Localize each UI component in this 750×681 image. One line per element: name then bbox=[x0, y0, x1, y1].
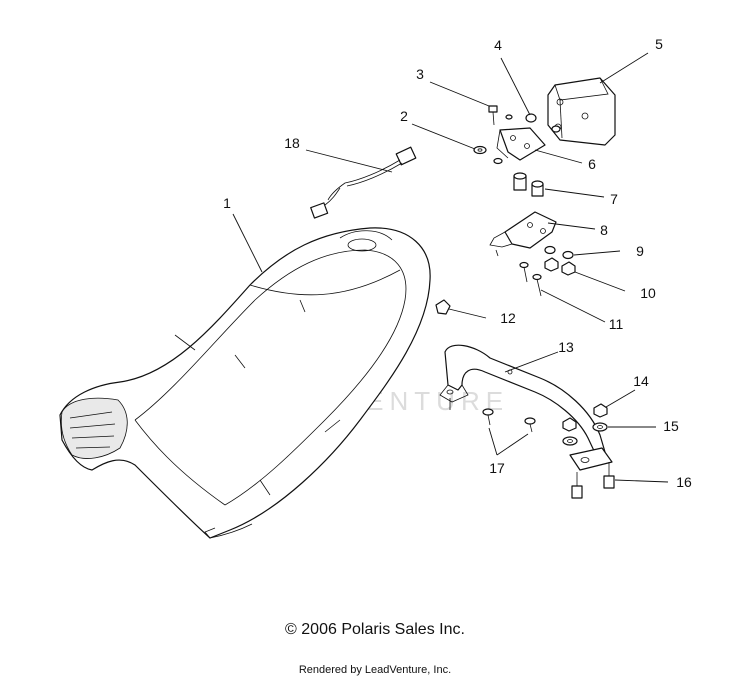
nut-part-4 bbox=[525, 113, 561, 133]
seat-part bbox=[59, 227, 431, 539]
nut-part-9 bbox=[544, 245, 574, 260]
bolt-part-11 bbox=[519, 261, 542, 297]
washer-part-2 bbox=[473, 145, 487, 155]
callout-4: 4 bbox=[494, 37, 502, 53]
callout-11: 11 bbox=[609, 316, 624, 332]
callout-10: 10 bbox=[640, 285, 656, 301]
callout-17: 17 bbox=[489, 460, 505, 476]
callout-7: 7 bbox=[610, 191, 618, 207]
spacer-part-7 bbox=[513, 172, 544, 197]
callout-6: 6 bbox=[588, 156, 596, 172]
rendered-by-text: Rendered by LeadVenture, Inc. bbox=[298, 664, 452, 676]
leader-lines bbox=[232, 52, 669, 483]
callout-12: 12 bbox=[500, 310, 516, 326]
callout-18: 18 bbox=[284, 135, 300, 151]
nut-part-10 bbox=[544, 257, 576, 276]
screw-part-17 bbox=[482, 408, 536, 433]
callout-2: 2 bbox=[400, 108, 408, 124]
callout-labels: 1 2 3 4 5 6 7 8 9 10 11 12 13 14 15 16 1… bbox=[223, 36, 692, 490]
callout-3: 3 bbox=[416, 66, 424, 82]
callout-8: 8 bbox=[600, 222, 608, 238]
callout-16: 16 bbox=[676, 474, 692, 490]
grab-handle-part bbox=[439, 344, 613, 471]
nut-part-14 bbox=[562, 403, 608, 432]
bolt-part-16 bbox=[571, 462, 615, 499]
copyright-text: © 2006 Polaris Sales Inc. bbox=[285, 621, 465, 638]
callout-1: 1 bbox=[223, 195, 231, 211]
wire-harness-part bbox=[310, 146, 417, 219]
bracket-part-8 bbox=[489, 211, 557, 257]
washer-part-15 bbox=[562, 422, 608, 446]
clip-part-12 bbox=[435, 299, 451, 315]
screw-part-3 bbox=[488, 105, 513, 126]
callout-13: 13 bbox=[558, 339, 574, 355]
callout-5: 5 bbox=[655, 36, 663, 52]
callout-15: 15 bbox=[663, 418, 679, 434]
callout-14: 14 bbox=[633, 373, 649, 389]
tail-light-part bbox=[547, 77, 616, 146]
mounting-plate-part bbox=[493, 127, 546, 165]
callout-9: 9 bbox=[636, 243, 644, 259]
